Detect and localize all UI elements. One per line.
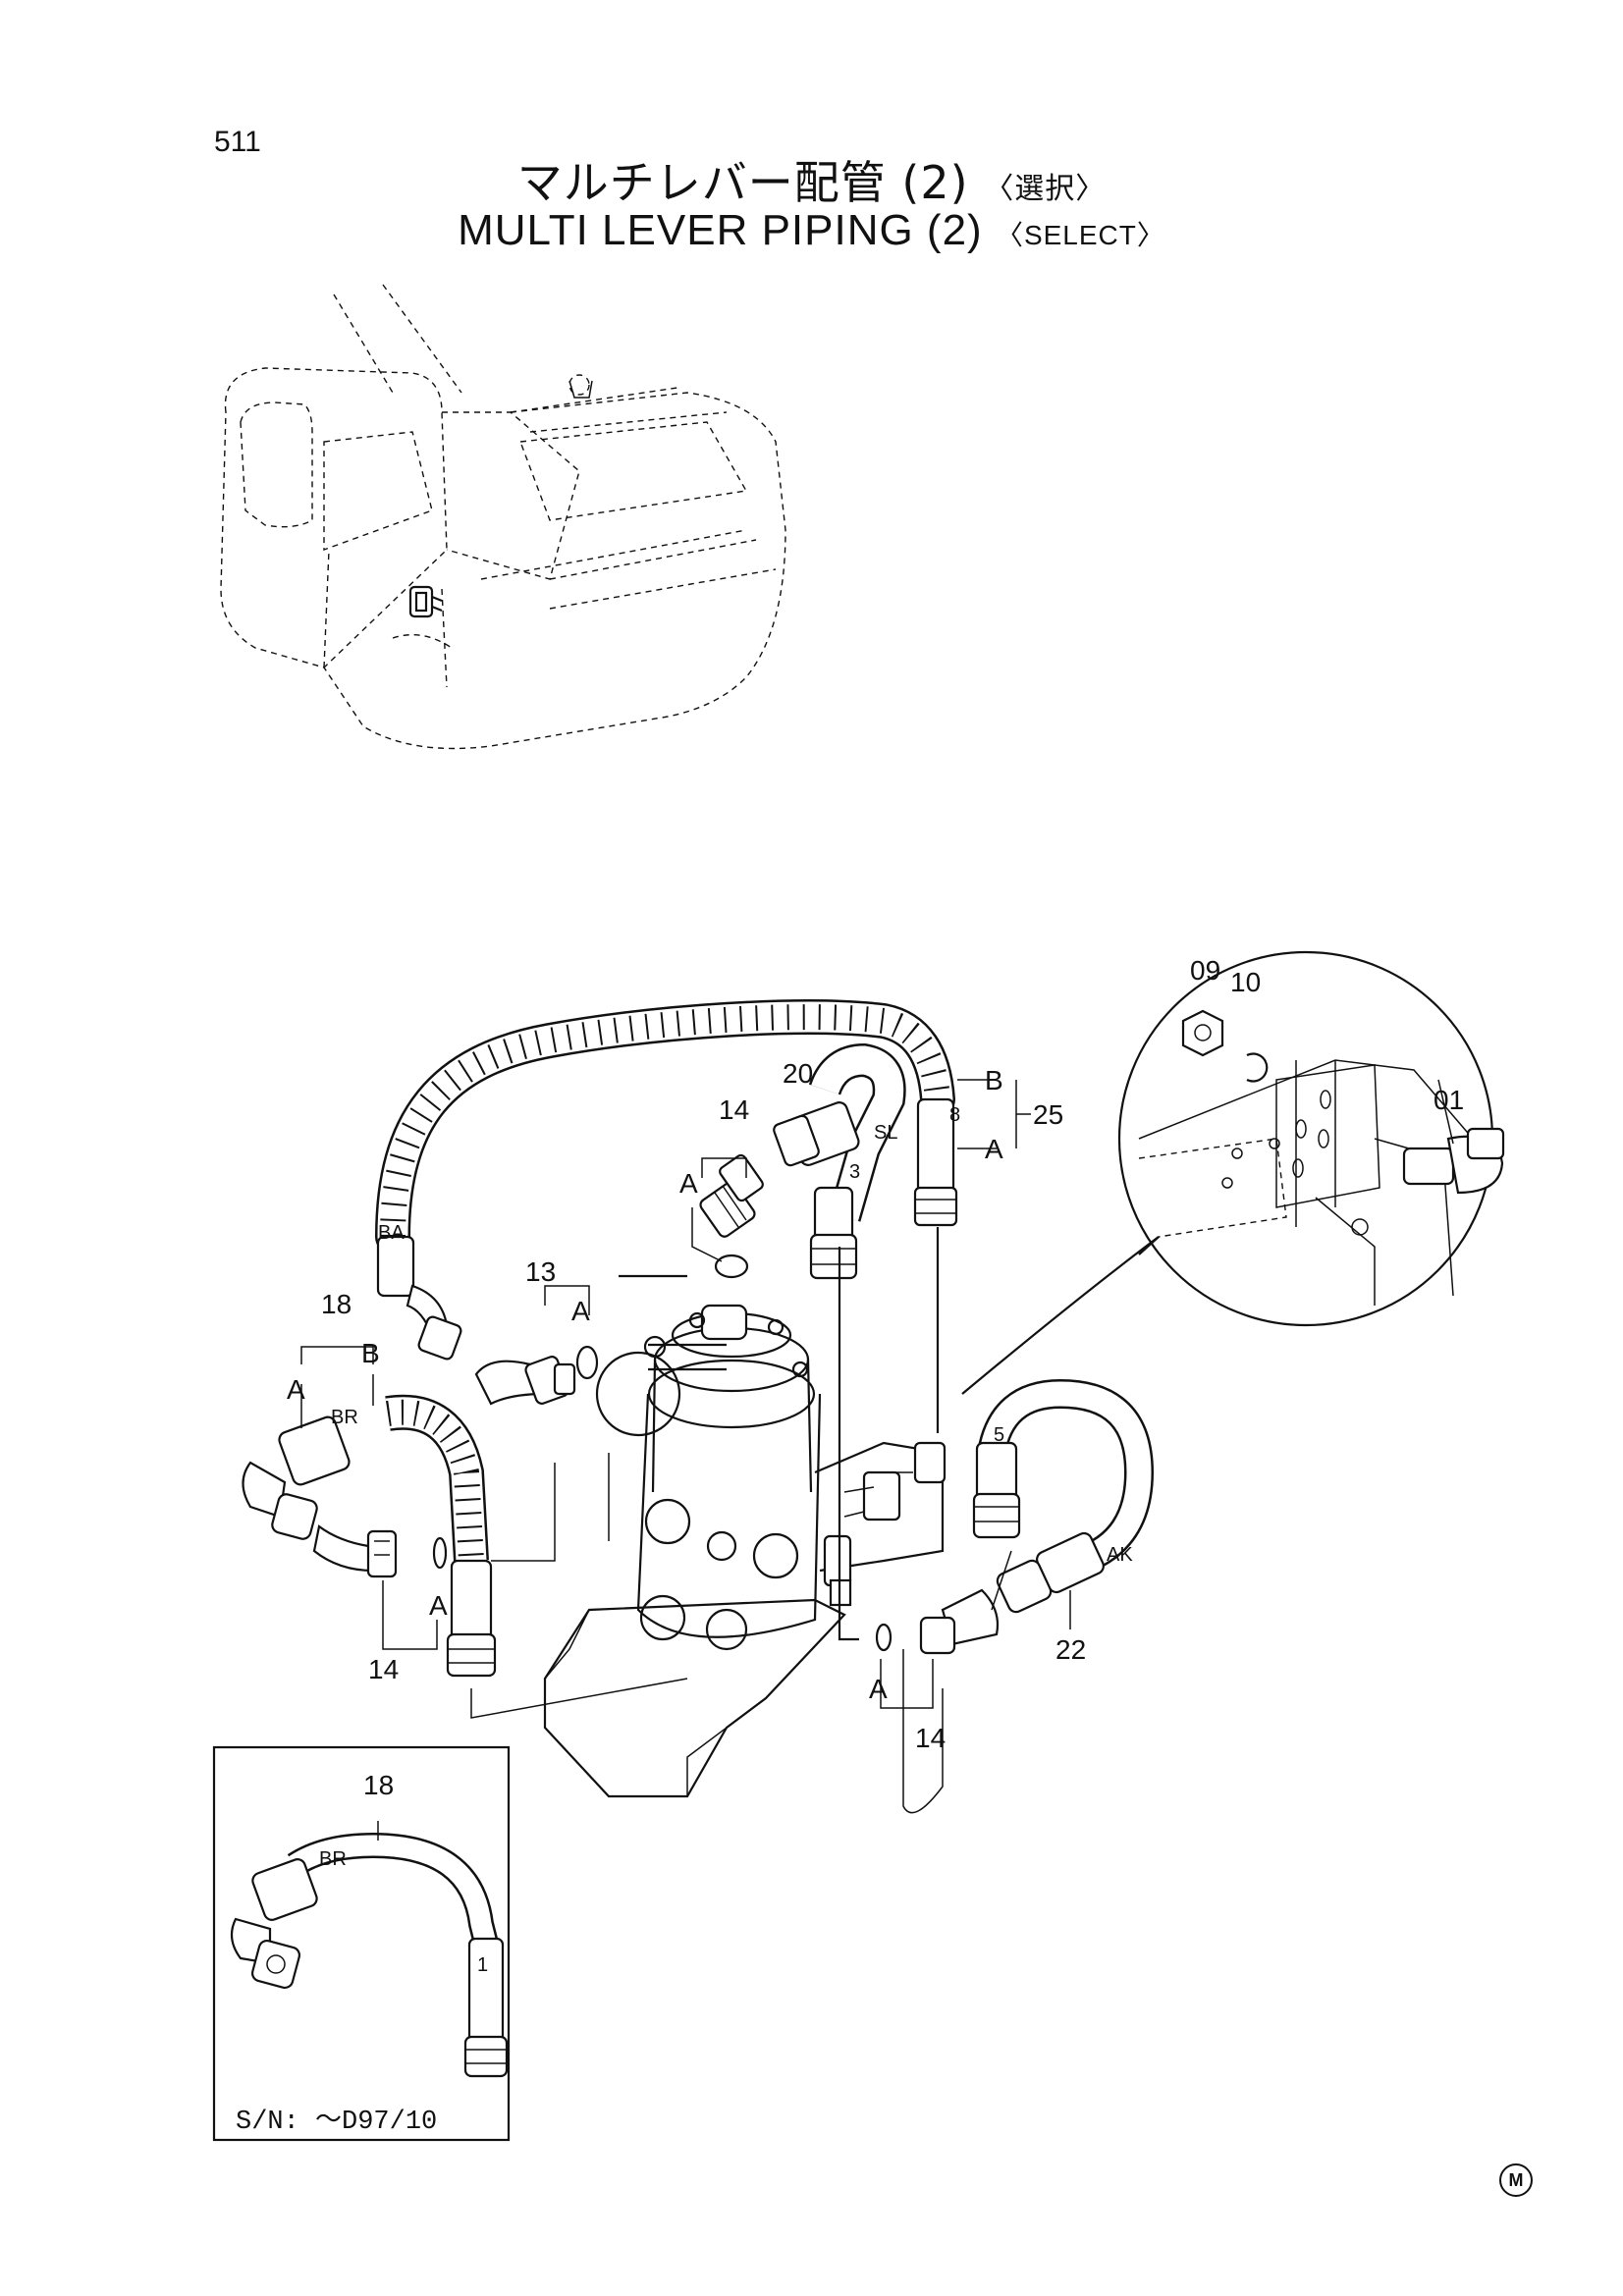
callout-8: 8 [949, 1104, 960, 1126]
inset-callout-18: 18 [363, 1770, 394, 1800]
callout-14-top: 14 [719, 1095, 749, 1125]
callout-br: BR [331, 1407, 358, 1428]
callout-sl: SL [874, 1122, 897, 1144]
callout-3: 3 [849, 1161, 860, 1183]
inset-callout-br: BR [319, 1848, 347, 1870]
callout-10: 10 [1230, 967, 1261, 997]
inset-callout-1: 1 [477, 1954, 488, 1976]
title-en-text: MULTI LEVER PIPING (2) [458, 206, 983, 254]
elbow-fitting-14-top [699, 1153, 764, 1279]
valve-location-marker [408, 585, 443, 618]
page-title-japanese: マルチレバー配管 (2) 〈選択〉 [0, 147, 1623, 212]
callout-b-18: B [361, 1338, 380, 1368]
hose-braided-long [375, 999, 958, 1361]
hose-sl-elbow [773, 1042, 906, 1280]
bracket-callouts [300, 1079, 1071, 1709]
detail-magnifier [1117, 950, 1505, 1327]
callout-ak: AK [1107, 1544, 1133, 1566]
page-number: 511 [214, 126, 261, 158]
callout-25: 25 [1033, 1099, 1063, 1130]
leader-lines [470, 1227, 1160, 1814]
callout-14-left: 14 [368, 1654, 399, 1684]
serial-number-note: S/N: ～D97/10 [236, 2108, 438, 2137]
elbow-fitting-13 [474, 1345, 599, 1406]
elbow-fitting-14-bottom [875, 1588, 1000, 1655]
callout-a-18: A [287, 1374, 305, 1405]
corner-circle-mark: M [1499, 2163, 1533, 2197]
pilot-valve-body [543, 1304, 947, 1798]
callout-a-25: A [985, 1134, 1003, 1164]
hose-18-br [242, 1394, 497, 1678]
callout-a-14-left: A [429, 1590, 448, 1621]
callout-a-14-top: A [679, 1168, 698, 1199]
callout-labels: 09 10 01 20 14 SL 3 8 B 25 A A BA 13 A 1… [287, 955, 1464, 1976]
callout-18: 18 [321, 1289, 352, 1319]
callout-09: 09 [1190, 955, 1220, 986]
excavator-overview [220, 284, 786, 750]
callout-a-14-bottom: A [869, 1674, 888, 1704]
variant-inset-box [212, 1745, 511, 2142]
callout-14-bottom: 14 [915, 1723, 946, 1753]
callout-a-13: A [571, 1296, 590, 1326]
title-en-qualifier: 〈SELECT〉 [995, 220, 1165, 250]
callout-5: 5 [994, 1424, 1004, 1446]
callout-20: 20 [783, 1058, 813, 1089]
callout-b-25: B [985, 1065, 1003, 1095]
page-title-english: MULTI LEVER PIPING (2) 〈SELECT〉 [0, 206, 1623, 255]
callout-ba: BA [378, 1222, 405, 1244]
callout-22: 22 [1055, 1634, 1086, 1665]
callout-01: 01 [1434, 1085, 1464, 1115]
title-jp-text: マルチレバー配管 (2) [516, 156, 969, 209]
callout-13: 13 [525, 1256, 556, 1287]
hose-ak [972, 1378, 1155, 1614]
title-jp-qualifier: 〈選択〉 [984, 172, 1107, 206]
